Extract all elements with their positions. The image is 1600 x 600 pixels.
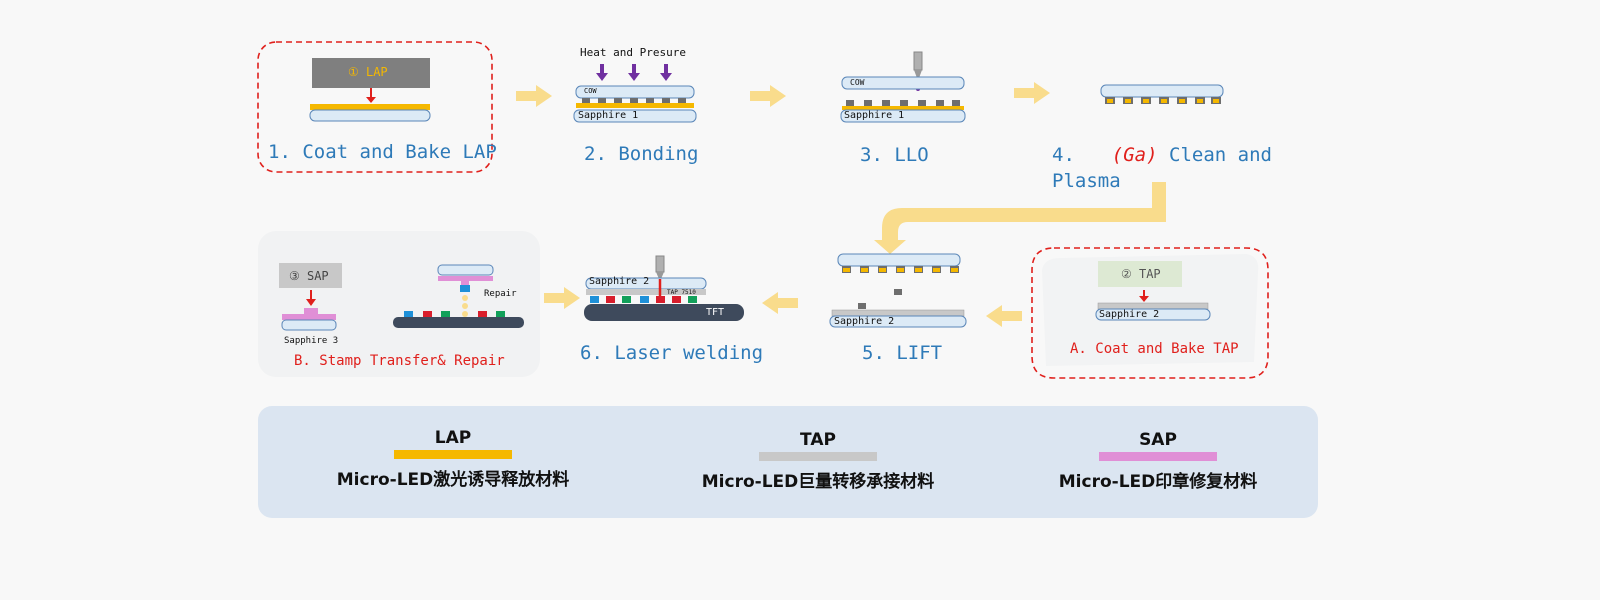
- sapphire2-label-stepA: Sapphire 2: [1099, 309, 1160, 320]
- sapphire2-stepA: [1095, 308, 1211, 321]
- step-4-text: Clean and: [1169, 144, 1272, 166]
- chips-step3: [846, 100, 960, 106]
- sapphire2-label-step6: Sapphire 2: [589, 276, 650, 287]
- heat-pressure-label: Heat and Presure: [580, 46, 686, 59]
- tap7510-label: TAP 7510: [667, 289, 696, 296]
- cow-label-step2: COW: [584, 87, 597, 95]
- wafer-step4: [1100, 84, 1224, 98]
- lap-layer: [310, 104, 430, 110]
- stamp-wafer: [437, 264, 494, 276]
- arrow-5-6: [762, 292, 798, 314]
- sapphire-step1: [309, 109, 431, 122]
- legend-sap-desc: Micro-LED印章修复材料: [1058, 472, 1258, 492]
- legend-sap-swatch: [1099, 452, 1217, 461]
- sapphire3-label: Sapphire 3: [284, 336, 339, 346]
- sap-bump: [304, 308, 318, 314]
- laser-head-step3: [913, 51, 923, 71]
- arrow-1-2: [516, 85, 552, 107]
- cow-label-step3: COW: [850, 78, 865, 87]
- repair-label: Repair: [484, 289, 517, 299]
- tap-box-label: ② TAP: [1121, 267, 1161, 281]
- tap-layer-step6: [586, 289, 706, 295]
- step-A-label: A. Coat and Bake TAP: [1070, 341, 1239, 357]
- stepA-highlight-box: [1031, 247, 1269, 379]
- sapphire1-label-step3: Sapphire 1: [844, 110, 905, 121]
- step-1-label: 1. Coat and Bake LAP: [268, 141, 497, 163]
- sapphire2-step5: [829, 315, 967, 328]
- sap-label-box: [279, 263, 342, 288]
- sapphire1-step2: [573, 109, 697, 123]
- sapphire3: [281, 319, 337, 331]
- chips-step4: [1105, 97, 1221, 104]
- repair-dots: [462, 295, 468, 317]
- lap-layer-step2: [576, 103, 694, 108]
- stamp-sap-layer: [438, 276, 493, 281]
- step-4-ga-label: (Ga): [1111, 144, 1158, 166]
- sap-layer: [282, 314, 336, 320]
- legend-tap-name: TAP: [800, 430, 836, 450]
- legend-lap-name: LAP: [434, 428, 472, 448]
- lap-layer-step3: [842, 106, 964, 110]
- step-4-number: 4.: [1052, 144, 1075, 166]
- legend-tap-swatch: [759, 452, 877, 461]
- wafer-step5: [837, 253, 961, 267]
- arrow-4-5: [874, 182, 1166, 254]
- step-6-label: 6. Laser welding: [580, 342, 764, 364]
- arrow-B-6: [544, 287, 580, 309]
- arrow-2-3: [750, 85, 786, 107]
- cow-wafer-step3: [841, 76, 965, 90]
- legend-sap-name: SAP: [1139, 430, 1177, 450]
- arrow-A-5: [986, 305, 1022, 327]
- step-4-label: 4. (Ga) Clean and: [1052, 144, 1272, 166]
- sapphire2-label-step5: Sapphire 2: [834, 316, 895, 327]
- legend-lap-desc: Micro-LED激光诱导释放材料: [336, 470, 570, 490]
- step-3-label: 3. LLO: [860, 144, 929, 166]
- flow-arrows: [356, 82, 1166, 327]
- step1-highlight-box: [257, 41, 493, 173]
- lap-box-label: ① LAP: [348, 65, 388, 79]
- chips-step5: [842, 266, 959, 273]
- step-5-label: 5. LIFT: [862, 342, 943, 364]
- arrow-3-4: [1014, 82, 1050, 104]
- legend-item-sap: SAP Micro-LED印章修复材料: [1048, 430, 1268, 492]
- chips-stepB: [404, 311, 505, 318]
- legend-lap-swatch: [394, 450, 512, 459]
- sap-box-label: ③ SAP: [289, 269, 329, 283]
- legend-panel: LAP Micro-LED激光诱导释放材料 TAP Micro-LED巨量转移承…: [258, 406, 1318, 518]
- step-B-label: B. Stamp Transfer& Repair: [294, 353, 505, 369]
- legend-tap-desc: Micro-LED巨量转移承接材料: [701, 472, 935, 492]
- step-2-label: 2. Bonding: [584, 143, 699, 165]
- tft-substrate-step6: [584, 304, 744, 321]
- pressure-arrows: [596, 64, 672, 81]
- step-4-label-line2: Plasma: [1052, 170, 1121, 192]
- tft-substrate-stepB: [393, 317, 524, 328]
- lap-label-box: [312, 58, 430, 88]
- chips-step6: [590, 296, 697, 303]
- tft-label: TFT: [706, 307, 725, 318]
- legend-item-lap: LAP Micro-LED激光诱导释放材料: [318, 428, 588, 490]
- laser-head-step6: [655, 255, 665, 273]
- sapphire1-label-step2: Sapphire 1: [578, 110, 639, 121]
- tap-label-box: [1098, 261, 1182, 287]
- chips-step2: [582, 98, 686, 103]
- sapphire1-step3: [840, 109, 966, 123]
- legend-item-tap: TAP Micro-LED巨量转移承接材料: [678, 430, 958, 492]
